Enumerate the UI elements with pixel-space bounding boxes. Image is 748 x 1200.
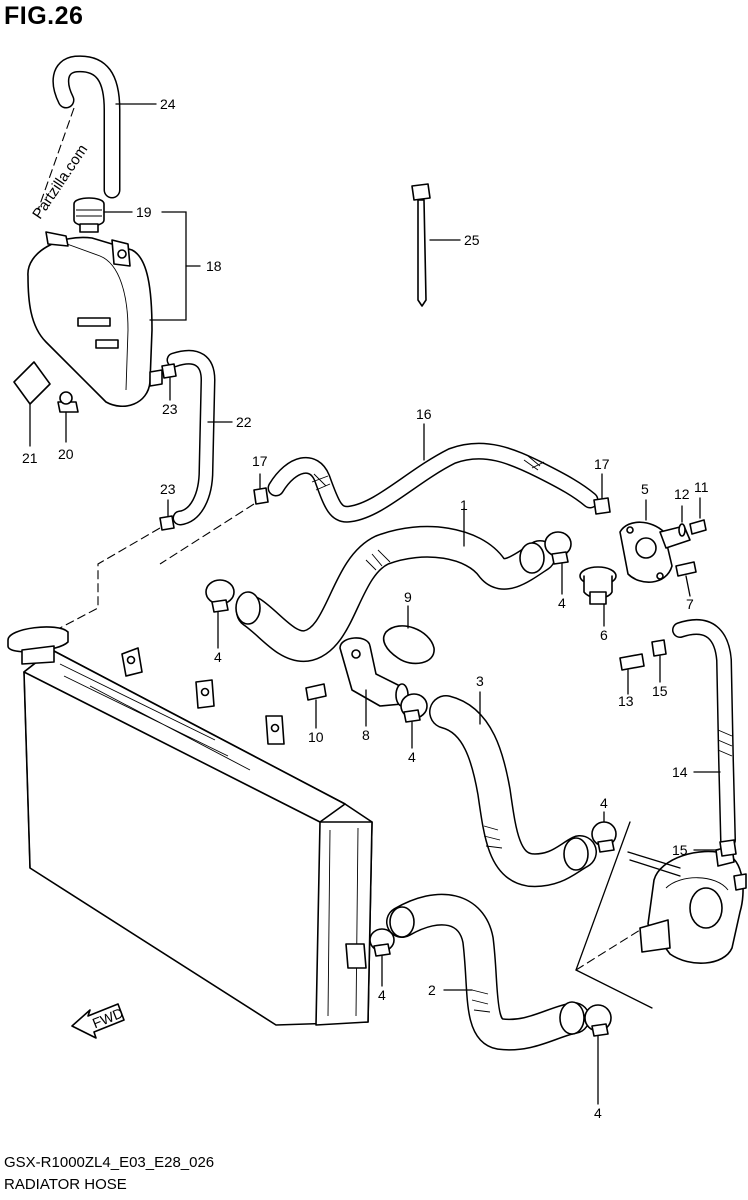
callout-4-outlet: 4 [408, 749, 416, 765]
clip-17-left [253, 487, 269, 505]
callout-4-thermo: 4 [558, 595, 566, 611]
callout-5: 5 [641, 481, 649, 497]
callout-3: 3 [476, 673, 484, 689]
callout-15-lower: 15 [672, 842, 688, 858]
callout-24: 24 [160, 96, 176, 112]
callout-8: 8 [362, 727, 370, 743]
callout-13: 13 [618, 693, 634, 709]
hose-24 [52, 55, 121, 199]
callout-7: 7 [686, 596, 694, 612]
figure-title: FIG.26 [4, 2, 84, 30]
callout-1: 1 [460, 497, 468, 513]
callout-15-upper: 15 [652, 683, 668, 699]
callout-9: 9 [404, 589, 412, 605]
hose-16 [267, 442, 599, 523]
water-pump [639, 845, 747, 964]
hose-2 [386, 893, 590, 1051]
bolt-11 [689, 519, 707, 535]
radiator [7, 626, 373, 1026]
callout-2: 2 [428, 982, 436, 998]
callout-17-right: 17 [594, 456, 610, 472]
cable-tie-25 [411, 183, 431, 307]
callout-20: 20 [58, 446, 74, 462]
clip-23-lower [159, 515, 175, 531]
leader-clip-17 [159, 503, 255, 565]
callout-16: 16 [416, 406, 432, 422]
reservoir-tank [13, 197, 163, 413]
clip-23-upper [161, 363, 177, 379]
o-ring-9 [382, 625, 435, 665]
fwd-arrow: FWD [71, 1003, 126, 1039]
hose-clamps [205, 531, 617, 1037]
hose-1 [235, 525, 556, 662]
callout-11: 11 [694, 479, 709, 495]
callout-12: 12 [674, 486, 690, 502]
callout-19: 19 [136, 204, 152, 220]
bolt-10 [305, 683, 327, 701]
clip-15-upper [651, 639, 667, 657]
leader-hose-24 [37, 107, 75, 211]
thermostat [579, 566, 617, 605]
clip-17-right [593, 497, 611, 515]
callout-6: 6 [600, 627, 608, 643]
callout-leaders [29, 103, 721, 1105]
callout-4-left: 4 [214, 649, 222, 665]
thermostat-cover [619, 521, 691, 583]
callout-25: 25 [464, 232, 480, 248]
leader-hose-22 [59, 527, 161, 629]
callout-23-lower: 23 [160, 481, 176, 497]
callout-23-upper: 23 [162, 401, 178, 417]
bolt-13 [619, 653, 645, 671]
bolt-7 [675, 561, 697, 577]
callout-10: 10 [308, 729, 324, 745]
callout-numbers: 24 19 18 25 21 20 23 22 23 17 16 17 5 12… [22, 96, 709, 1121]
hose-3 [429, 695, 597, 888]
figure-caption: RADIATOR HOSE [4, 1176, 127, 1193]
callout-22: 22 [236, 414, 252, 430]
model-code: GSX-R1000ZL4_E03_E28_026 [4, 1154, 215, 1171]
clip-15-lower [719, 839, 737, 857]
outlet-fitting [339, 637, 409, 707]
callout-4-bottom: 4 [594, 1105, 602, 1121]
callout-4-lower: 4 [378, 987, 386, 1003]
pump-pipe [627, 851, 681, 869]
hose-22 [166, 349, 216, 526]
callout-18: 18 [206, 258, 222, 274]
callout-17-left: 17 [252, 453, 268, 469]
callout-4-pump: 4 [600, 795, 608, 811]
callout-14: 14 [672, 764, 688, 780]
washer-12 [678, 523, 686, 537]
hose-14 [672, 619, 736, 848]
callout-21: 21 [22, 450, 38, 466]
